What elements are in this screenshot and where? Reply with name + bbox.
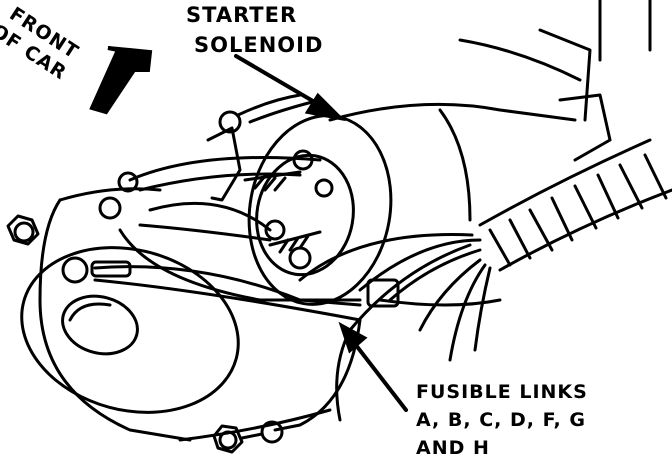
fusible-links-line2: A, B, C, D, F, G [416, 409, 586, 431]
leader-arrows [89, 46, 408, 412]
starter-solenoid-line2: SOLENOID [194, 33, 324, 57]
solenoid-terminals [206, 93, 334, 270]
fusible-links-line3: AND H [416, 437, 490, 459]
fusible-links-line1: FUSIBLE LINKS [416, 381, 588, 403]
wire-harness [298, 138, 672, 422]
ring-terminals [6, 171, 400, 454]
starter-motor [20, 187, 332, 442]
fusible-links-label: FUSIBLE LINKS A, B, C, D, F, G AND H [416, 378, 588, 462]
starter-solenoid-line1: STARTER [186, 3, 298, 27]
fusible-link-wires [93, 156, 362, 432]
starter-solenoid-label: STARTER SOLENOID [186, 0, 323, 60]
solenoid-body [247, 0, 652, 307]
